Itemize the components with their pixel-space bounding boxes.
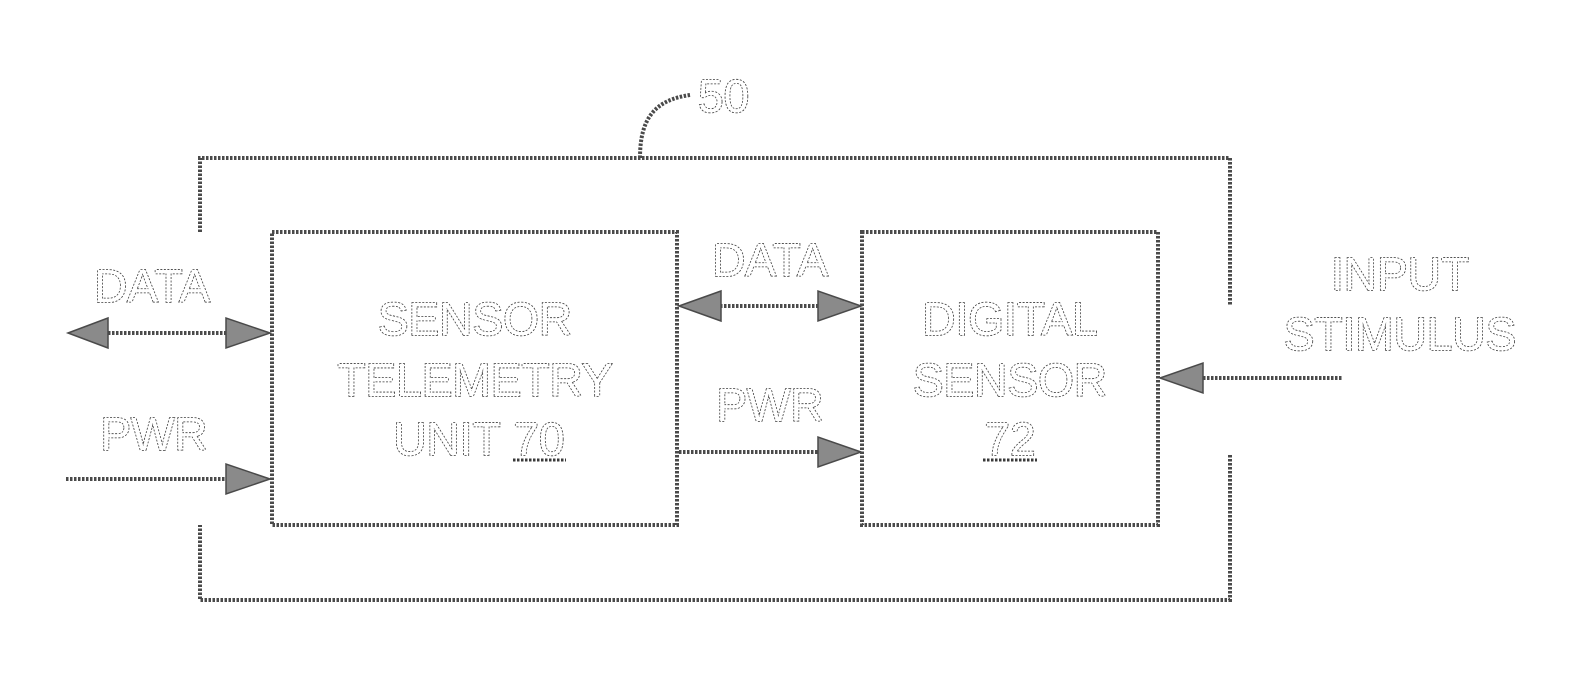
telemetry-ref-70: 70 xyxy=(513,413,564,465)
input-stimulus-arrow xyxy=(1160,363,1342,393)
left-data-arrow xyxy=(68,318,270,348)
telemetry-line1: SENSOR xyxy=(378,293,572,345)
digital-sensor-line1: DIGITAL xyxy=(922,293,1098,345)
left-data-label: DATA xyxy=(94,260,210,312)
input-stimulus-line2: STIMULUS xyxy=(1284,308,1517,360)
telemetry-line3: UNIT xyxy=(393,413,500,465)
left-pwr-arrow xyxy=(66,464,270,494)
digital-sensor-box: DIGITAL SENSOR 72 xyxy=(862,232,1158,525)
middle-data-label: DATA xyxy=(712,234,828,286)
reference-leader-line xyxy=(640,95,690,158)
reference-numeral-50: 50 xyxy=(698,70,749,122)
middle-pwr-label: PWR xyxy=(716,379,823,431)
sensor-telemetry-unit-box: SENSOR TELEMETRY UNIT 70 xyxy=(272,232,677,525)
input-stimulus-line1: INPUT xyxy=(1331,248,1469,300)
digital-sensor-line2: SENSOR xyxy=(913,354,1107,406)
middle-data-arrow xyxy=(679,291,861,321)
left-pwr-label: PWR xyxy=(100,408,207,460)
telemetry-line2: TELEMETRY xyxy=(337,354,612,406)
digital-sensor-ref-72: 72 xyxy=(984,413,1035,465)
middle-pwr-arrow xyxy=(679,437,861,467)
